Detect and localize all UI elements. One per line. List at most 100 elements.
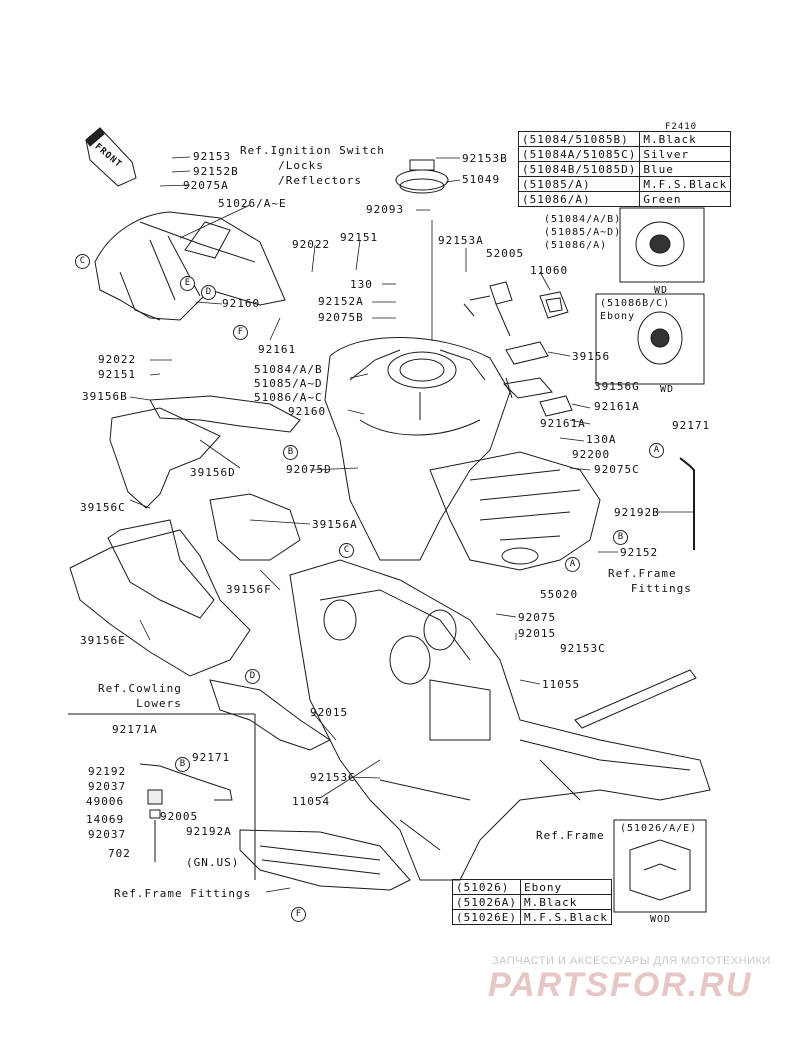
part-label: 39156F [226,583,272,596]
kit-label: 702 [108,847,131,860]
table-cell: M.Black [639,131,732,147]
kit-label: 92005 [160,810,199,823]
part-label: 92153C [310,771,356,784]
table-cell: (51084B/51085D) [517,161,641,177]
table-cell: (51085/A) [517,176,641,192]
part-label: 39156E [80,634,126,647]
part-label: 55020 [540,588,579,601]
ref-frame-fittings-right: Ref.Frame Fittings [608,567,692,595]
table-cell: Ebony [519,879,612,895]
table-cell: (51026) [452,879,521,895]
inset-cap-drawing [629,221,691,901]
tank-underside-drawing [429,451,601,571]
table-cell: (51026E) [452,909,521,925]
callout-letter: E [180,276,195,291]
kit-label: 49006 [86,795,125,808]
callout-letter: B [175,757,190,772]
trim-strip-drawing [149,395,301,433]
part-label: 92152A [318,295,364,308]
part-label: 51049 [462,173,501,186]
inset-seat-frame [613,819,707,913]
part-label: 51086/A~C [254,391,323,404]
inset-tank-ebony-line: (51086B/C) [600,298,671,309]
cowling-lower-drawing [209,679,331,751]
inset-seat-line: (51026/A/E) [620,823,698,834]
part-label: 39156 [572,350,611,363]
part-label: 39156G [594,380,640,393]
table-cell: M.F.S.Black [519,909,612,925]
table-cell: Silver [639,146,732,162]
callout-letter: B [613,530,628,545]
table-cell: Green [639,191,732,207]
part-label: 92160 [288,405,327,418]
part-label: 92075C [594,463,640,476]
frame-drawing [289,559,711,881]
kit-parts-drawing [139,763,233,862]
color-table-tank: (51084/51085B)M.Black (51084A/51085C)Sil… [517,131,732,207]
table-cell: (51026A) [452,894,521,910]
kit-region-note: (GN.US) [186,856,240,869]
part-label: 39156B [82,390,128,403]
clamp-drawing [679,457,695,550]
part-label: 92022 [292,238,331,251]
watermark-brand: PARTSFOR.RU [488,966,753,1004]
part-label: 92152B [193,165,239,178]
gasket-drawing [539,291,569,319]
part-label: 92160 [222,297,261,310]
inset-tank-wd-line: (51084/A/B) [544,214,622,225]
fuel-tank-drawing [324,337,511,561]
part-label: 51085/A~D [254,377,323,390]
ref-cowling-lowers: Ref.Cowling Lowers [98,682,182,710]
pad-drawings [69,407,301,677]
color-table-cover: (51026)Ebony (51026A)M.Black (51026E)M.F… [452,879,612,925]
kit-label: 92037 [88,828,127,841]
table-cell: Blue [639,161,732,177]
ref-ignition-switch: Ref.Ignition Switch /Locks /Reflectors [240,144,385,187]
callout-letter: A [565,557,580,572]
diagram-code: F2410 [665,122,698,132]
part-label: 92192B [614,506,660,519]
callout-letter: B [283,445,298,460]
inset-tank-ebony-tag: WD [660,384,675,395]
part-label: 92075B [318,311,364,324]
table-cell: (51084/51085B) [517,131,641,147]
part-label: 92022 [98,353,137,366]
kit-title: 92171A [112,723,158,736]
callout-letter: F [233,325,248,340]
part-label: 92153A [438,234,484,247]
kit-label: 92192 [88,765,127,778]
inset-tank-ebony-frame [595,293,705,385]
part-label: 92075 [518,611,557,624]
ref-frame: Ref.Frame [536,829,605,842]
fuel-pump-drawing [463,281,513,337]
part-label: 92200 [572,448,611,461]
part-label: 92161A [594,400,640,413]
part-label: 92015 [310,706,349,719]
part-label: 11055 [542,678,581,691]
table-cell: M.F.S.Black [639,176,732,192]
part-label: 92015 [518,627,557,640]
inset-tank-wd-tag: WD [654,285,669,296]
callout-letter: F [291,907,306,922]
table-cell: (51084A/51085C) [517,146,641,162]
kit-label: 14069 [86,813,125,826]
table-cell: M.Black [519,894,612,910]
callout-letter: C [339,543,354,558]
kit-label: 92171 [192,751,231,764]
part-label: 51026/A~E [218,197,287,210]
bottom-fairing-drawing [239,829,411,891]
part-label: 51084/A/B [254,363,323,376]
part-label: 92075D [286,463,332,476]
plate-drawing [574,669,697,729]
table-cell: (51086/A) [517,191,641,207]
part-label: 92153 [193,150,232,163]
callout-letter: D [245,669,260,684]
part-label: 130 [350,278,373,291]
part-label: 92151 [98,368,137,381]
part-label: 92161A [540,417,586,430]
part-label: 11054 [292,795,331,808]
part-label: 39156D [190,466,236,479]
ref-frame-fittings-bottom: Ref.Frame Fittings [114,887,252,900]
callout-letter: A [649,443,664,458]
